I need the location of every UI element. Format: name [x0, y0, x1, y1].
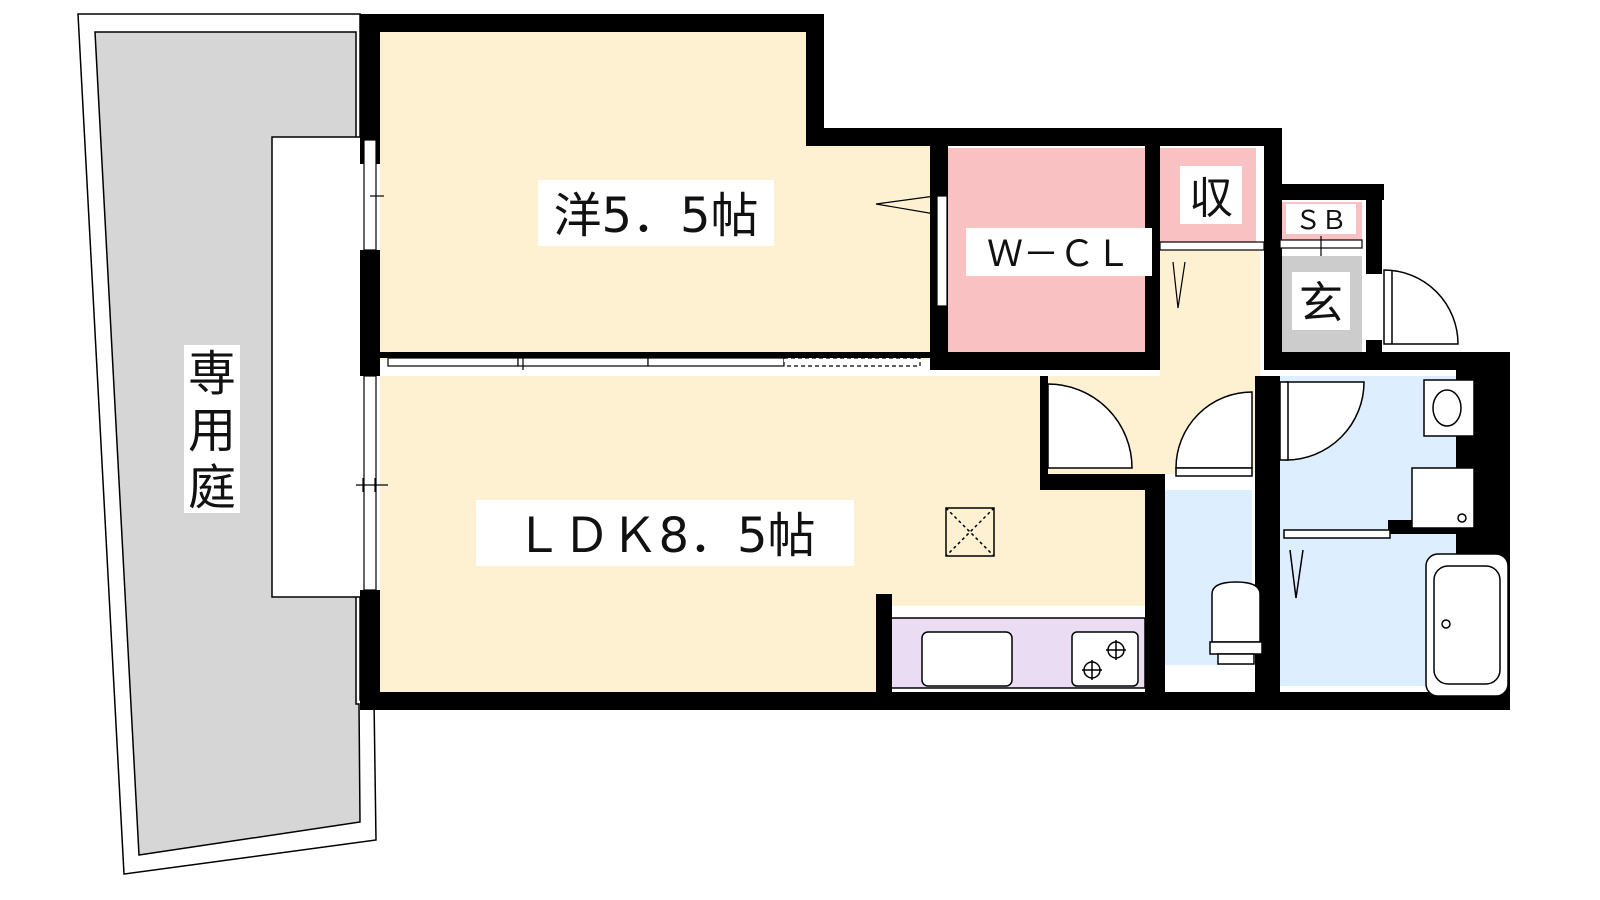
fixtures [921, 379, 1509, 697]
wall-hall-south [1040, 474, 1165, 490]
swing-doors [1047, 269, 1459, 599]
shoe-box-label-bg [1286, 204, 1356, 234]
wall-step [806, 14, 824, 144]
walk-in-closet-label: Ｗ－ＣＬ [987, 234, 1131, 275]
wall-north-bath [1264, 352, 1510, 370]
wall-core [1264, 128, 1282, 354]
wall-closet-south [930, 352, 1160, 370]
kitchen-sink [921, 631, 1013, 687]
storage-label-bg [1180, 166, 1242, 224]
wall-partition [380, 352, 930, 358]
walk-in-closet-label-bg [966, 228, 1152, 276]
wall-toilet-east [1255, 376, 1280, 710]
storage-label: 収 [1189, 173, 1233, 224]
sliding-door-4 [783, 357, 921, 367]
wall-north-entrance [1264, 184, 1384, 200]
wall-closet-east [1145, 128, 1160, 368]
storage-door-swing [1172, 261, 1186, 309]
toilet-door [1175, 391, 1253, 469]
garden-terrace [271, 136, 369, 598]
western-room-label-bg [538, 180, 774, 246]
sliding-door-1 [387, 357, 519, 367]
garden-label-2: 用 [188, 403, 236, 459]
shoe-box-label: ＳＢ [1295, 206, 1347, 236]
garden-label-3: 庭 [188, 460, 236, 516]
window-western-room [363, 139, 377, 251]
sliding-door-2 [517, 357, 649, 367]
wall-west-mid [360, 250, 380, 376]
window-ldk [363, 375, 377, 591]
garden-label-1: 専 [188, 346, 236, 402]
wall-north-west-room [360, 14, 824, 32]
gas-stove [1071, 631, 1139, 687]
room-labels: 専 用 庭 洋5．5帖 ＬＤＫ8．5帖 Ｗ－ＣＬ 収 ＳＢ 玄 [184, 166, 1356, 566]
storage-door [1159, 241, 1265, 251]
wall-south [360, 692, 1510, 710]
ceiling-vent [945, 507, 995, 557]
hall-door [1047, 383, 1133, 469]
entrance-label-bg [1292, 272, 1350, 330]
wall-kitchen-stub [876, 594, 892, 694]
wall-entrance-east [1366, 184, 1382, 274]
wall-hall-west [1040, 376, 1048, 476]
ldk-label: ＬＤＫ8．5帖 [514, 508, 815, 564]
walls [360, 14, 1510, 710]
closet-door-panel [936, 195, 948, 307]
garden-label-bg [184, 345, 240, 513]
toilet-tank [1209, 641, 1263, 655]
ldk-label-bg [476, 500, 854, 566]
closet-door-swing [875, 195, 936, 215]
bath-door [1283, 529, 1391, 539]
front-door [1383, 269, 1459, 345]
openings [356, 139, 1363, 591]
toilet-bowl [1211, 581, 1261, 643]
wall-north-mid [806, 128, 1282, 146]
wall-west-lower [360, 590, 380, 710]
sliding-door-3 [647, 357, 785, 367]
washroom-door [1285, 381, 1365, 461]
western-room-label: 洋5．5帖 [553, 188, 758, 244]
entrance-label: 玄 [1299, 278, 1343, 329]
wall-toilet-west [1145, 474, 1165, 710]
wall-west-upper [360, 14, 380, 164]
